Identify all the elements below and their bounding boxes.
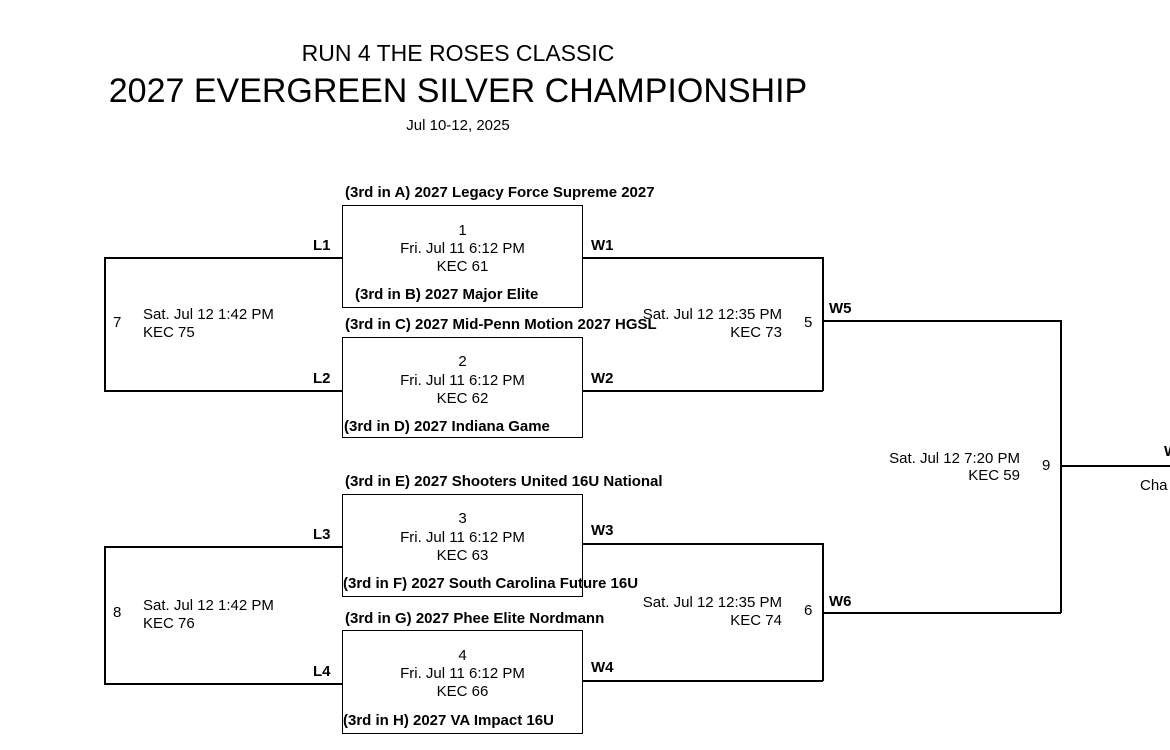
bracket-line xyxy=(104,683,343,685)
game-time: Sat. Jul 12 12:35 PM xyxy=(642,594,782,611)
bracket-line xyxy=(822,612,1061,614)
bracket-line xyxy=(104,257,106,391)
champion-label: Cha xyxy=(1140,477,1168,494)
loser-label: L4 xyxy=(313,663,331,680)
game-time: Fri. Jul 11 6:12 PM xyxy=(400,240,525,257)
winner-label: W4 xyxy=(591,659,614,676)
game-time: Sat. Jul 12 1:42 PM xyxy=(143,306,274,323)
game-court: KEC 61 xyxy=(436,258,489,275)
game-time: Fri. Jul 11 6:12 PM xyxy=(400,665,525,682)
game-number: 5 xyxy=(804,314,813,331)
team-slot[interactable]: (3rd in G) 2027 Phee Elite Nordmann xyxy=(345,610,605,627)
team-slot[interactable]: (3rd in B) 2027 Major Elite xyxy=(355,286,539,303)
loser-label: L2 xyxy=(313,370,331,387)
game-court: KEC 76 xyxy=(143,615,195,632)
team-slot[interactable]: (3rd in A) 2027 Legacy Force Supreme 202… xyxy=(345,184,655,201)
bracket-line xyxy=(582,257,823,259)
game-time: Fri. Jul 11 6:12 PM xyxy=(400,372,525,389)
team-slot[interactable]: (3rd in E) 2027 Shooters United 16U Nati… xyxy=(345,473,663,490)
game-court: KEC 74 xyxy=(730,612,782,629)
bracket-line xyxy=(582,390,823,392)
winner-label: W1 xyxy=(591,237,614,254)
game-time: Sat. Jul 12 1:42 PM xyxy=(143,597,274,614)
bracket-line xyxy=(1060,465,1170,467)
loser-label: L1 xyxy=(313,237,331,254)
loser-label: L3 xyxy=(313,526,331,543)
game-court: KEC 59 xyxy=(968,467,1020,484)
winner-label: W5 xyxy=(829,300,852,317)
game-number: 3 xyxy=(458,510,467,527)
bracket-line xyxy=(1060,320,1062,613)
team-slot[interactable]: (3rd in F) 2027 South Carolina Future 16… xyxy=(343,575,639,592)
game-number: 1 xyxy=(458,222,467,239)
team-slot[interactable]: (3rd in H) 2027 VA Impact 16U xyxy=(343,712,554,729)
winner-label: W2 xyxy=(591,370,614,387)
game-court: KEC 66 xyxy=(436,683,489,700)
bracket-line xyxy=(104,546,343,548)
game-number: 4 xyxy=(458,647,467,664)
game-court: KEC 73 xyxy=(730,324,782,341)
event-name: RUN 4 THE ROSES CLASSIC xyxy=(301,40,615,66)
game-box-2[interactable]: 2 Fri. Jul 11 6:12 PM KEC 62 xyxy=(342,337,583,438)
team-slot[interactable]: (3rd in D) 2027 Indiana Game xyxy=(344,418,550,435)
bracket-line xyxy=(104,257,343,259)
winner-label: W6 xyxy=(829,593,852,610)
game-number: 8 xyxy=(113,604,122,621)
bracket-line xyxy=(104,390,343,392)
bracket-line xyxy=(582,543,823,545)
page-title: 2027 EVERGREEN SILVER CHAMPIONSHIP xyxy=(108,72,808,110)
bracket-line xyxy=(822,257,824,391)
bracket-line xyxy=(582,680,823,682)
winner-label: W xyxy=(1164,443,1170,460)
bracket-line xyxy=(104,546,106,684)
game-number: 6 xyxy=(804,602,813,619)
winner-label: W3 xyxy=(591,522,614,539)
game-time: Sat. Jul 12 7:20 PM xyxy=(889,450,1020,467)
game-court: KEC 75 xyxy=(143,324,195,341)
event-dates: Jul 10-12, 2025 xyxy=(406,117,510,134)
bracket-line xyxy=(822,320,1061,322)
game-number: 2 xyxy=(458,353,467,370)
game-box-1[interactable]: 1 Fri. Jul 11 6:12 PM KEC 61 xyxy=(342,205,583,308)
game-number: 7 xyxy=(113,314,122,331)
game-box-4[interactable]: 4 Fri. Jul 11 6:12 PM KEC 66 xyxy=(342,630,583,734)
game-court: KEC 63 xyxy=(436,547,489,564)
game-time: Fri. Jul 11 6:12 PM xyxy=(400,529,525,546)
game-box-3[interactable]: 3 Fri. Jul 11 6:12 PM KEC 63 xyxy=(342,494,583,597)
game-time: Sat. Jul 12 12:35 PM xyxy=(642,306,782,323)
game-number: 9 xyxy=(1042,457,1051,474)
game-court: KEC 62 xyxy=(436,390,489,407)
team-slot[interactable]: (3rd in C) 2027 Mid-Penn Motion 2027 HGS… xyxy=(345,316,657,333)
